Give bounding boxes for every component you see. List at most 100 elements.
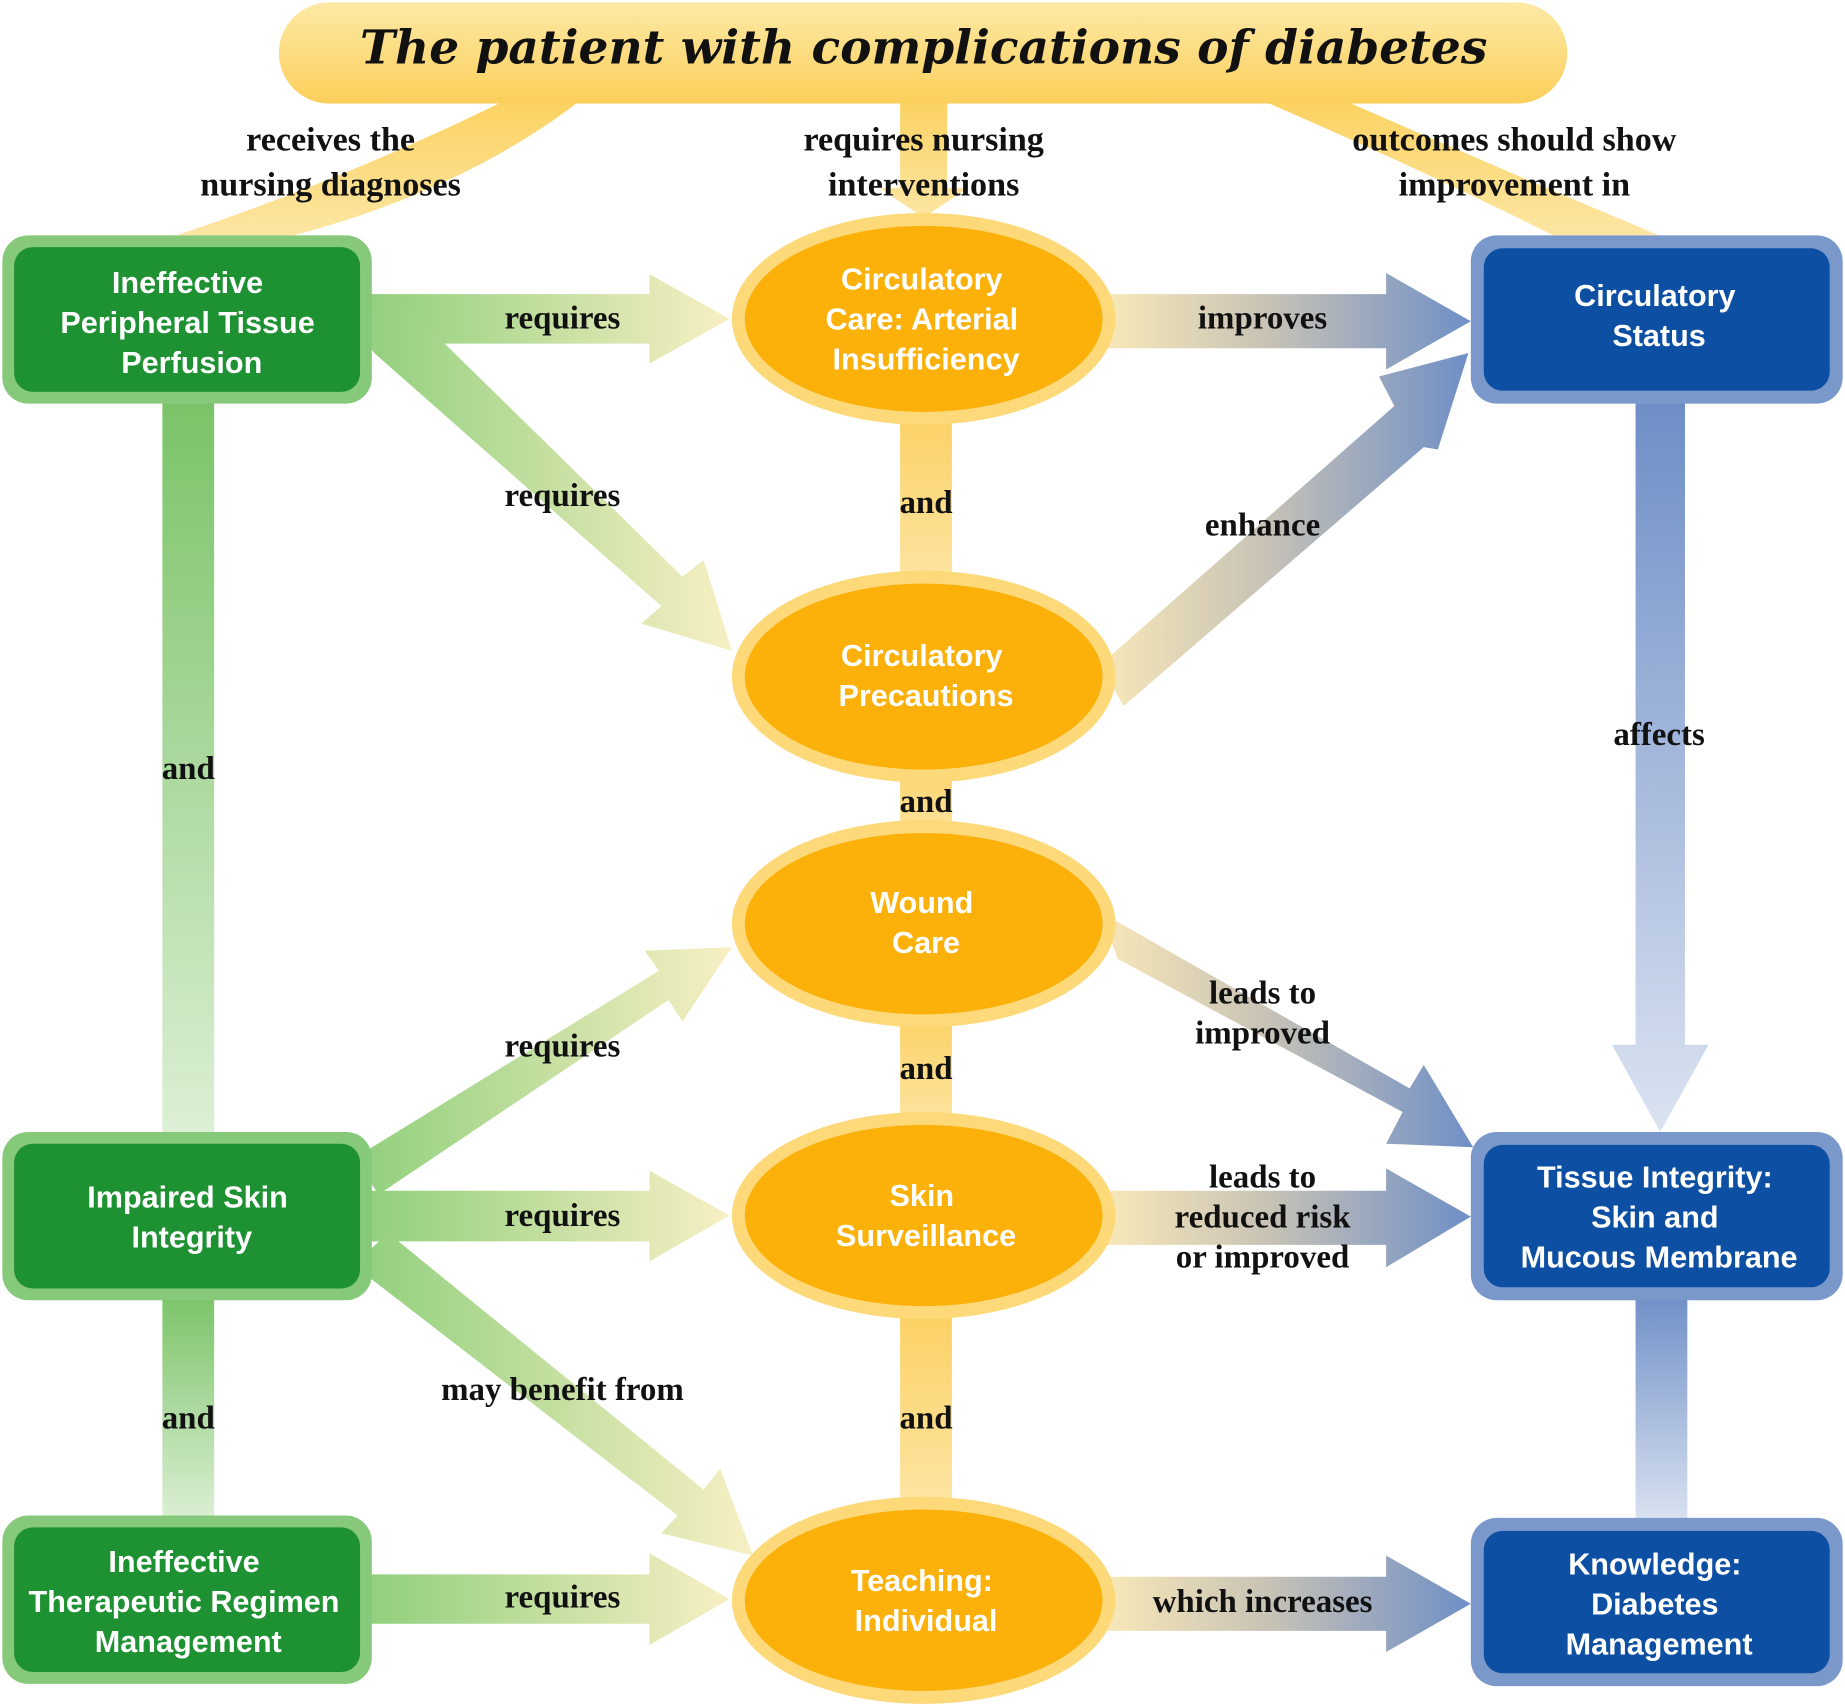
edge-label-e14: enhance	[1205, 507, 1320, 543]
outcome-node-text: Tissue Integrity: Skin and Mucous Membra…	[1521, 1160, 1798, 1274]
edge-label-e5: requires	[504, 1198, 620, 1234]
intervention-node-i4[interactable]: Skin Surveillance	[731, 1111, 1116, 1320]
edge-label-e12: and	[899, 1400, 952, 1436]
edge-e14-arrow	[1100, 353, 1469, 707]
edge-e8-arrow	[364, 1553, 730, 1645]
diagnosis-node-text: Ineffective Peripheral Tissue Perfusion	[60, 266, 323, 380]
node-line: Impaired Skin	[87, 1180, 288, 1214]
column-header-line: outcomes should show	[1352, 122, 1676, 159]
intervention-node-text: Wound Care	[870, 886, 982, 960]
outcome-node-text: Circulatory Status	[1574, 279, 1744, 353]
edge-label-e9: and	[899, 485, 952, 521]
node-line: Status	[1612, 319, 1705, 353]
node-line: Ineffective	[112, 266, 263, 300]
node-line: Surveillance	[836, 1219, 1016, 1253]
edge-label-e8: requires	[504, 1579, 620, 1615]
outcome-node-o1[interactable]: Circulatory Status	[1470, 235, 1843, 404]
title-leg-left	[176, 94, 589, 236]
diagnosis-node-text: Ineffective Therapeutic Regimen Manageme…	[29, 1545, 348, 1659]
edge-e17-arrow	[1106, 1555, 1471, 1653]
edge-e12-bar	[900, 1300, 952, 1518]
column-header-line: receives the	[246, 122, 415, 159]
diagnosis-node-d2[interactable]: Impaired Skin Integrity	[2, 1131, 372, 1301]
diagnosis-node-d3[interactable]: Ineffective Therapeutic Regimen Manageme…	[2, 1515, 372, 1684]
edge-label-e18: affects	[1613, 717, 1705, 753]
edge-e5-arrow	[364, 1170, 730, 1262]
edge-label-e17: which increases	[1153, 1584, 1373, 1620]
outcome-node-o2[interactable]: Tissue Integrity: Skin and Mucous Membra…	[1470, 1131, 1843, 1301]
diagnosis-node-text: Impaired Skin Integrity	[87, 1180, 296, 1254]
connectors	[162, 272, 1709, 1653]
node-line: Skin and	[1591, 1200, 1718, 1234]
column-header-diagnoses: receives the nursing diagnoses	[200, 122, 461, 204]
node-line: Skin	[889, 1179, 954, 1213]
edge-e3-bar	[162, 388, 215, 1142]
node-line: Individual	[855, 1604, 998, 1638]
edge-label-e10: and	[899, 784, 952, 820]
diagnosis-node-fill	[14, 1527, 361, 1673]
edge-labels: requires requires and requires requires …	[162, 300, 1705, 1620]
edge-label-e16: or improved	[1176, 1239, 1350, 1275]
column-header-line: requires nursing	[803, 122, 1043, 159]
node-line: Circulatory	[841, 262, 1002, 296]
edge-label-e11: and	[899, 1051, 952, 1087]
edge-e18-arrow	[1612, 394, 1709, 1132]
diagnosis-node-d1[interactable]: Ineffective Peripheral Tissue Perfusion	[2, 235, 372, 404]
edge-e19-bar	[1635, 1288, 1688, 1524]
outcome-node-text: Knowledge: Diabetes Management	[1566, 1547, 1753, 1661]
node-line: Diabetes	[1591, 1587, 1718, 1621]
edge-label-e16: leads to	[1209, 1159, 1316, 1195]
edge-e9-bar	[900, 400, 952, 601]
intervention-node-fill	[744, 833, 1103, 1015]
node-line: Care: Arterial	[825, 302, 1018, 336]
edge-label-e7: and	[162, 1400, 215, 1436]
edge-label-e15: leads to	[1209, 976, 1316, 1012]
edge-label-e6: may benefit from	[441, 1372, 684, 1408]
intervention-node-i3[interactable]: Wound Care	[731, 820, 1116, 1028]
edge-e13-arrow	[1106, 272, 1471, 370]
edge-label-e16: reduced risk	[1175, 1199, 1352, 1235]
edge-label-e13: improves	[1198, 300, 1327, 336]
title-leg-right	[1247, 94, 1660, 236]
diagnosis-node-fill	[14, 1143, 361, 1289]
node-line: Perfusion	[121, 346, 262, 380]
title-band	[278, 2, 1568, 104]
edge-label-e2: requires	[504, 478, 620, 514]
node-line: Tissue Integrity:	[1537, 1160, 1773, 1194]
intervention-node-i2[interactable]: Circulatory Precautions	[731, 570, 1116, 783]
edge-label-e3: and	[162, 751, 215, 787]
intervention-node-text: Teaching: Individual	[851, 1564, 1002, 1638]
edge-e7-bar	[162, 1288, 215, 1524]
column-header-interventions: requires nursing interventions	[803, 122, 1043, 204]
edge-label-e1: requires	[504, 300, 620, 336]
node-line: Circulatory	[1574, 279, 1735, 313]
title-connectors	[176, 94, 1660, 236]
node-line: Ineffective	[108, 1545, 259, 1579]
column-header-line: interventions	[828, 166, 1019, 203]
edge-e15-arrow	[1100, 911, 1474, 1148]
node-line: Wound	[870, 886, 973, 920]
intervention-node-fill	[744, 1509, 1103, 1691]
intervention-node-i5[interactable]: Teaching: Individual	[731, 1496, 1116, 1704]
outcome-node-o3[interactable]: Knowledge: Diabetes Management	[1470, 1517, 1843, 1687]
outcome-node-fill	[1483, 1144, 1830, 1288]
edge-e16-arrow	[1106, 1168, 1471, 1268]
title-text: The patient with complications of diabet…	[360, 21, 1487, 76]
node-line: Integrity	[131, 1220, 252, 1254]
intervention-node-text: Circulatory Care: Arterial Insufficiency	[825, 262, 1026, 376]
outcome-node-fill	[1483, 248, 1830, 391]
node-line: Teaching:	[851, 1564, 993, 1598]
edge-e4-arrow	[352, 947, 732, 1195]
diagnosis-node-fill	[14, 247, 361, 392]
node-line: Management	[1566, 1627, 1753, 1661]
node-line: Care	[892, 926, 960, 960]
edge-e6-arrow	[352, 1233, 754, 1556]
edge-label-e15: improved	[1195, 1016, 1330, 1052]
intervention-node-text: Skin Surveillance	[836, 1179, 1016, 1253]
intervention-node-i1[interactable]: Circulatory Care: Arterial Insufficiency	[731, 212, 1116, 425]
outcome-node-fill	[1483, 1530, 1830, 1674]
node-line: Precautions	[839, 679, 1014, 713]
column-header-line: nursing diagnoses	[200, 166, 461, 203]
column-header-line: improvement in	[1399, 166, 1631, 203]
